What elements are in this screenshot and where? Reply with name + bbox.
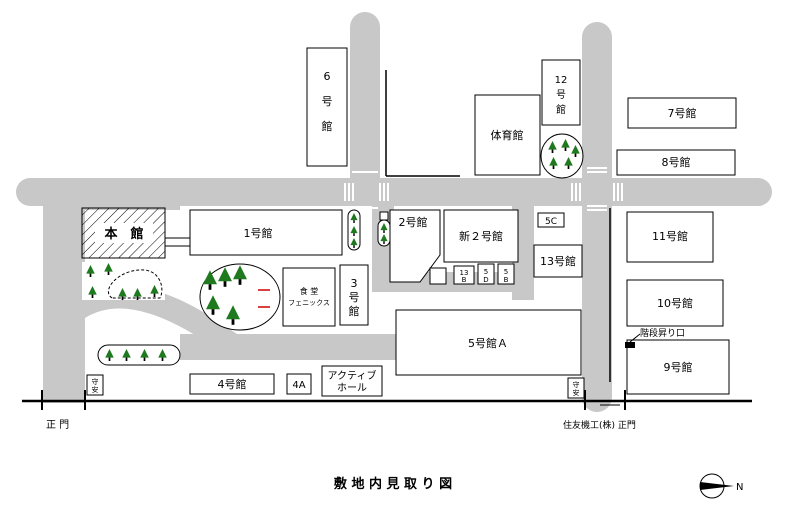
building-9[interactable]: 9号館 [626, 339, 730, 395]
building-shin2[interactable]: 新２号館 [443, 209, 519, 263]
building-5a[interactable]: 5号館Ａ [395, 309, 582, 376]
building-5b[interactable]: 5 B [497, 263, 515, 285]
garden-center [199, 263, 281, 331]
svg-text:館: 館 [322, 119, 333, 133]
garden-strip-2 [377, 211, 391, 247]
honkan-connector [164, 237, 192, 247]
svg-text:守: 守 [573, 380, 580, 389]
svg-text:7号館: 7号館 [668, 106, 697, 120]
building-7[interactable]: 7号館 [627, 97, 737, 129]
svg-text:3: 3 [351, 277, 358, 290]
building-1[interactable]: 1号館 [189, 209, 343, 256]
svg-text:館: 館 [349, 304, 360, 318]
building-5c[interactable]: 5C [537, 212, 565, 228]
building-active-hall[interactable]: アクティブ ホール [321, 365, 383, 397]
svg-text:安: 安 [92, 385, 99, 394]
svg-text:号: 号 [556, 89, 566, 101]
svg-text:フェニックス: フェニックス [288, 299, 330, 307]
building-2[interactable]: 2号館 [389, 209, 441, 283]
building-4a[interactable]: 4A [286, 373, 312, 395]
building-gym[interactable]: 体育館 [474, 94, 541, 176]
svg-text:B: B [462, 276, 467, 284]
svg-text:4A: 4A [292, 380, 305, 391]
svg-text:2号館: 2号館 [399, 215, 428, 229]
svg-text:B: B [504, 276, 509, 284]
main-gate-label: 正 門 [46, 419, 69, 431]
svg-text:アクティブ: アクティブ [328, 369, 377, 382]
svg-text:館: 館 [556, 103, 566, 116]
svg-text:5C: 5C [545, 217, 557, 227]
svg-text:1号館: 1号館 [244, 226, 273, 240]
small-building [429, 267, 447, 285]
stairs-entrance[interactable]: 階段昇り口 [625, 327, 685, 348]
svg-text:N: N [736, 482, 743, 493]
svg-text:号: 号 [322, 95, 333, 108]
svg-text:6: 6 [324, 70, 331, 83]
svg-text:13号館: 13号館 [540, 254, 576, 268]
building-4[interactable]: 4号館 [189, 373, 275, 395]
boundary-fence [22, 70, 752, 410]
svg-text:9号館: 9号館 [664, 360, 693, 374]
svg-text:5: 5 [504, 268, 508, 276]
building-8[interactable]: 8号館 [616, 149, 736, 176]
building-13[interactable]: 13号館 [533, 244, 583, 278]
svg-text:5号館Ａ: 5号館Ａ [468, 336, 508, 350]
building-3[interactable]: 3 号 館 [339, 264, 369, 326]
building-5d[interactable]: 5 D [477, 263, 495, 285]
svg-text:食 堂: 食 堂 [300, 286, 319, 296]
honkan-label: 本 館 [104, 226, 143, 242]
svg-text:守: 守 [92, 377, 99, 386]
garden-roundabout [540, 133, 584, 179]
svg-text:11号館: 11号館 [652, 229, 688, 243]
svg-text:13: 13 [460, 269, 469, 277]
building-6[interactable]: 6 号 館 [306, 47, 348, 167]
sumitomo-gate-label: 住友機工(株) 正門 [563, 419, 636, 431]
svg-text:D: D [483, 276, 488, 284]
garden-bottom [97, 344, 181, 366]
garden-strip-1 [347, 209, 361, 251]
building-12[interactable]: 12 号 館 [541, 59, 581, 126]
svg-text:ホール: ホール [337, 382, 367, 394]
guard-post-left[interactable]: 守 安 [86, 374, 104, 396]
svg-text:12: 12 [555, 75, 568, 86]
building-11[interactable]: 11号館 [626, 211, 714, 263]
svg-text:5: 5 [484, 268, 488, 276]
garden-left [82, 262, 165, 300]
svg-text:新２号館: 新２号館 [459, 229, 503, 243]
svg-text:8号館: 8号館 [662, 155, 691, 169]
svg-text:階段昇り口: 階段昇り口 [640, 327, 685, 339]
svg-text:体育館: 体育館 [491, 128, 524, 142]
building-honkan[interactable]: 本 館 [81, 207, 166, 259]
svg-text:10号館: 10号館 [657, 296, 693, 310]
map-title: 敷 地 内 見 取 り 図 [334, 476, 452, 492]
svg-text:安: 安 [573, 388, 580, 397]
building-13b[interactable]: 13 B [453, 265, 475, 285]
svg-text:号: 号 [349, 291, 360, 304]
guard-post-right[interactable]: 守 安 [567, 377, 585, 399]
building-10[interactable]: 10号館 [626, 279, 724, 327]
building-cafeteria[interactable]: 食 堂 フェニックス [282, 267, 336, 327]
svg-text:4号館: 4号館 [218, 377, 247, 391]
compass-north-arrow-icon: N [699, 473, 743, 499]
crosswalks [344, 167, 623, 211]
